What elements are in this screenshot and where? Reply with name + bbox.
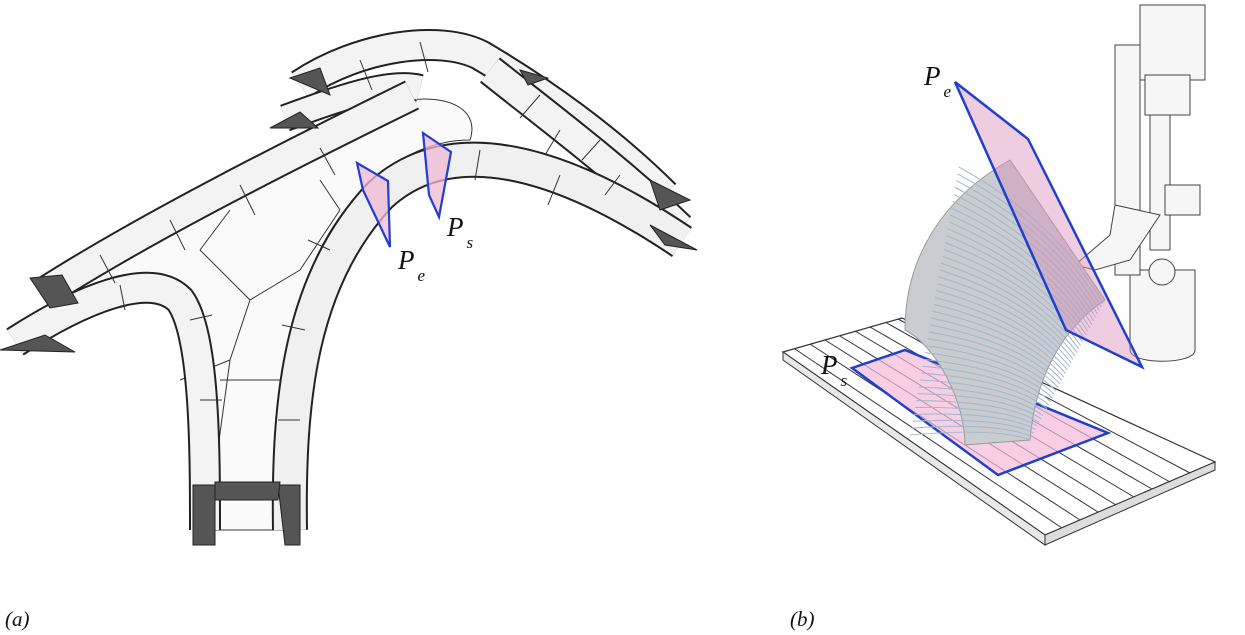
- print-layer-line: [932, 310, 1065, 378]
- plane-start-a: [421, 130, 453, 221]
- print-layer-line: [949, 214, 1091, 329]
- plane-end-a: [355, 160, 392, 248]
- print-layer-line: [937, 283, 1072, 364]
- print-layer-line: [912, 419, 1035, 434]
- label-plane-end-b: Pe: [924, 61, 952, 101]
- robot-arm: [1073, 4, 1206, 362]
- print-layer-line: [923, 358, 1051, 402]
- plane-end-b: [953, 81, 1145, 370]
- print-layer-line: [926, 345, 1055, 395]
- print-layer-line: [934, 297, 1068, 371]
- print-layer-line: [952, 200, 1095, 322]
- shell-tips: [0, 67, 698, 546]
- print-layer-line: [916, 400, 1040, 423]
- print-layer-line: [939, 269, 1076, 357]
- print-layer-line: [953, 193, 1097, 318]
- print-layer-line: [911, 425, 1033, 437]
- printed-arch-segment: [904, 159, 1106, 446]
- print-layer-line: [919, 379, 1046, 413]
- print-layer-line: [942, 255, 1080, 350]
- caption-a: (a): [5, 607, 30, 631]
- print-layer-line: [918, 386, 1044, 416]
- print-layer-line: [958, 166, 1104, 304]
- print-layer-line: [917, 393, 1042, 420]
- shell-structure-a: [0, 29, 698, 546]
- label-plane-start-b: Ps: [821, 350, 848, 390]
- print-layer-line: [914, 406, 1038, 427]
- label-plane-start-a: Ps: [447, 212, 474, 252]
- print-layer-line: [929, 324, 1061, 385]
- print-layer-line: [941, 262, 1078, 353]
- print-layer-line: [924, 352, 1053, 399]
- label-plane-end-a: Pe: [398, 245, 426, 285]
- print-layer-line: [931, 317, 1063, 381]
- print-layer-line: [954, 187, 1098, 315]
- print-layer-line: [947, 228, 1087, 336]
- print-layer-line: [933, 303, 1066, 374]
- print-layer-line: [922, 365, 1050, 406]
- print-layer-line: [921, 372, 1048, 409]
- print-layer-line: [946, 235, 1085, 339]
- print-layer-line: [938, 276, 1074, 360]
- print-layer-line: [957, 173, 1102, 308]
- caption-b: (b): [790, 607, 815, 631]
- print-layer-line: [928, 331, 1059, 388]
- print-layer-line: [913, 413, 1036, 430]
- print-layer-line: [909, 431, 1031, 441]
- print-layer-line: [936, 290, 1070, 367]
- print-layer-line: [948, 221, 1089, 332]
- print-layer-line: [956, 180, 1100, 311]
- print-layer-line: [927, 338, 1057, 392]
- print-layer-line: [944, 242, 1083, 343]
